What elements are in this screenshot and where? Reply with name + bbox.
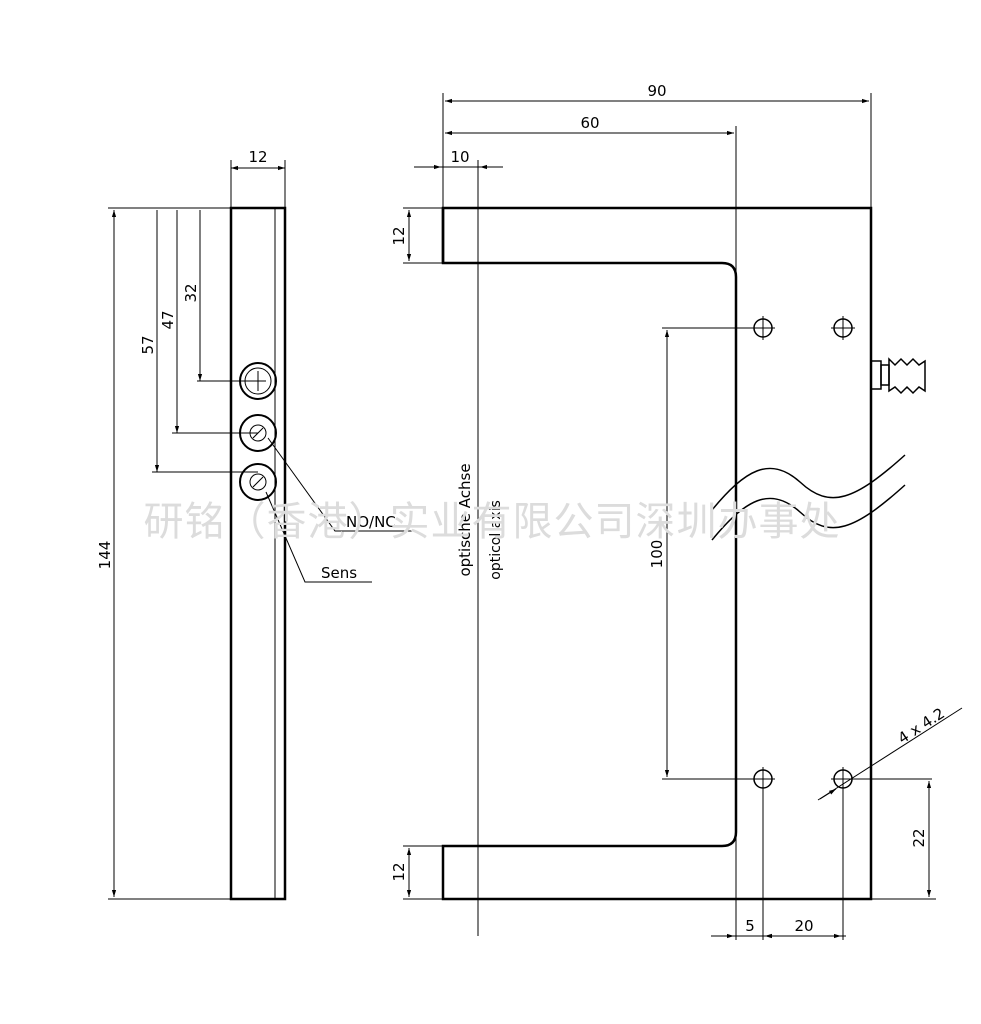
no-nc-label: NO/NC <box>346 513 396 531</box>
dim-22-label: 22 <box>910 828 928 847</box>
dim-57-label: 57 <box>139 335 157 354</box>
watermark: 研铭（香港）实业有限公司深圳办事处 <box>144 499 841 545</box>
dim-side-width-label: 12 <box>248 148 267 166</box>
side-body <box>229 206 287 901</box>
dim-holes-label: 4 x 4.2 <box>895 704 948 747</box>
dim-47-label: 47 <box>159 310 177 329</box>
dim-32-label: 32 <box>182 283 200 302</box>
mounting-hole-icon <box>831 767 932 940</box>
dim-arm-bottom-label: 12 <box>390 862 408 881</box>
leader-holes <box>817 707 963 801</box>
optical-axis-label-de: optische Achse <box>456 463 474 576</box>
leader-no-nc <box>267 437 412 532</box>
sens-adjust-icon <box>239 463 277 501</box>
break-line <box>711 454 906 511</box>
dim-arm-top-label: 12 <box>390 226 408 245</box>
dim-20-label: 20 <box>794 917 813 935</box>
dim-100-label: 100 <box>648 540 666 569</box>
dim-10-label: 10 <box>450 148 469 166</box>
mounting-hole-icon <box>751 767 775 940</box>
optical-axis-label-en: opticol axis <box>488 500 504 579</box>
sens-label: Sens <box>321 564 357 582</box>
dim-5-label: 5 <box>745 917 755 935</box>
leader-sens <box>265 491 372 583</box>
side-view <box>108 160 412 901</box>
dim-total-height-label: 144 <box>96 541 114 570</box>
front-view <box>403 93 963 940</box>
dim-total-width-label: 90 <box>647 82 666 100</box>
mounting-hole-icon <box>831 316 855 340</box>
cable-connector-icon <box>870 357 926 395</box>
dim-60-label: 60 <box>580 114 599 132</box>
mounting-hole-icon <box>751 316 775 340</box>
